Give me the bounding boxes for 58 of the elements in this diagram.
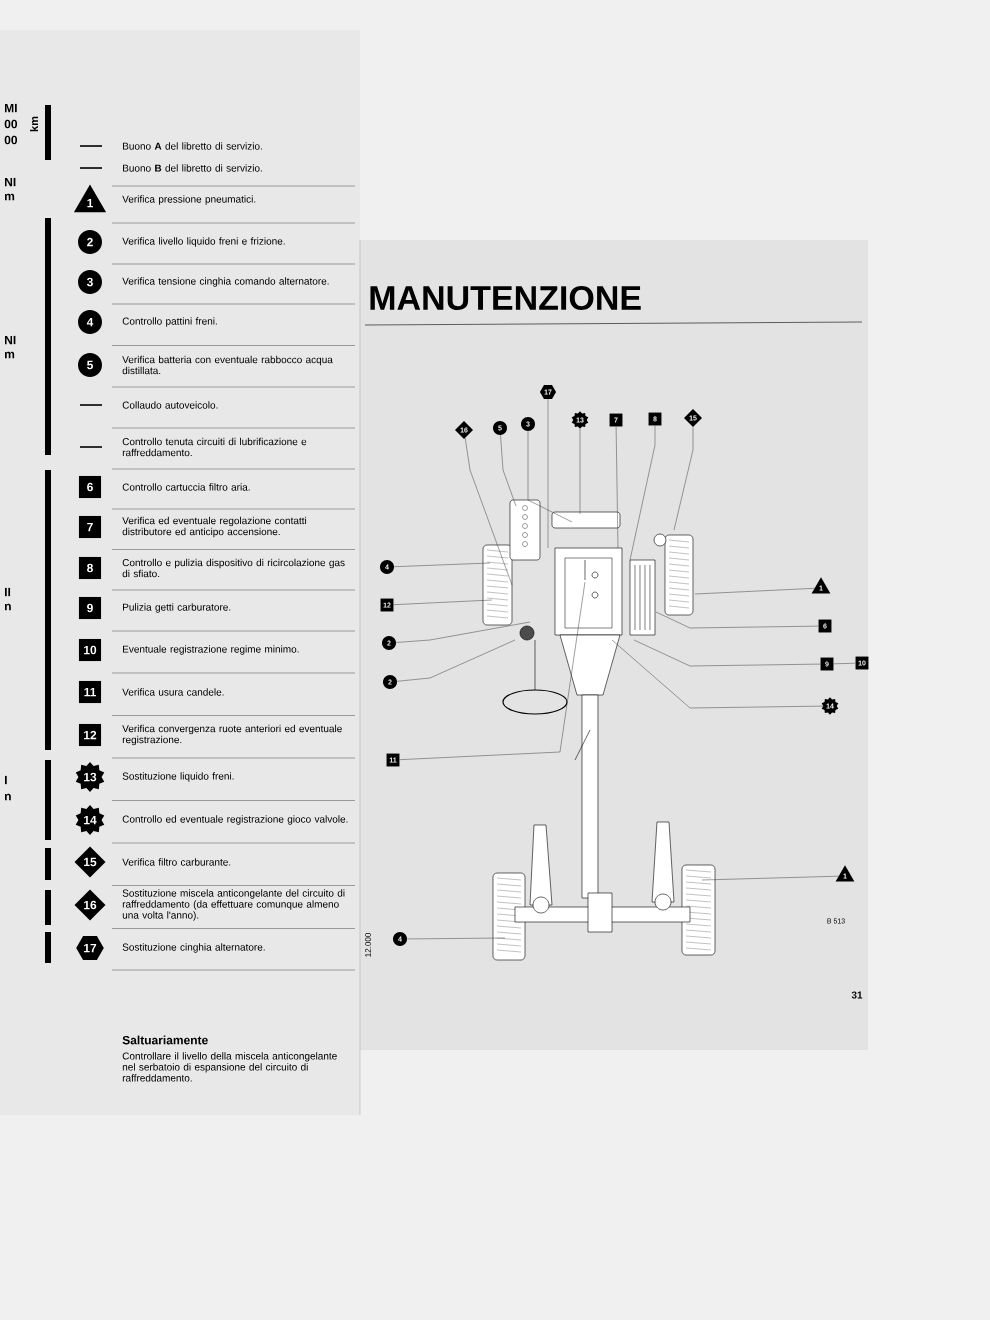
task-text: Verifica usura candele. xyxy=(122,688,224,696)
task-text: Verifica ed eventuale regolazione contatti distributore ed anticipo accensione. xyxy=(122,516,307,538)
task-text: Sostituzione liquido freni. xyxy=(122,772,234,782)
leader-line xyxy=(673,427,694,531)
task-text: Sostituzione cinghia alternatore. xyxy=(122,943,265,953)
leader-line xyxy=(694,588,815,595)
note-heading: Saltuariamente xyxy=(122,1035,208,1045)
page-title: MANUTENZIONE xyxy=(370,285,641,311)
column-heading: I xyxy=(5,775,7,785)
task-text: Verifica livello liquido freni e frizione. xyxy=(122,237,285,247)
task-text: Controllo e pulizia dispositivo di ricircolazione gas di sfiato. xyxy=(122,558,345,578)
column-heading: m xyxy=(5,351,15,359)
leader-line xyxy=(701,875,839,881)
task-text: Buono B del libretto di servizio. xyxy=(123,164,262,172)
task-text: Controllo tenuta circuiti di lubrificazione e raffreddamento. xyxy=(122,437,307,457)
column-heading: 12.000 xyxy=(365,933,371,957)
leader-line xyxy=(396,639,516,682)
column-heading: NI xyxy=(5,335,16,345)
leader-line xyxy=(611,639,824,709)
task-text: Pulizia getti carburatore. xyxy=(123,603,231,613)
task-text: Verifica tensione cinghia comando alternatore. xyxy=(122,277,329,287)
column-heading: MI xyxy=(5,103,17,113)
leader-line xyxy=(579,428,581,515)
task-text: Verifica pressione pneumatici. xyxy=(122,195,256,205)
task-text: Verifica convergenza ruote anteriori ed eventuale registrazione. xyxy=(122,724,342,746)
column-heading: NI xyxy=(5,177,16,187)
task-text: Controllo pattini freni. xyxy=(122,317,217,327)
leader-line xyxy=(633,639,821,667)
note-text: Controllare il livello della miscela anticongelante nel serbatoio di espansione del circuito di raffreddamento. xyxy=(122,1052,337,1082)
leader-line xyxy=(395,621,531,643)
leader-line xyxy=(655,611,819,629)
leader-line xyxy=(399,581,586,760)
leader-line xyxy=(464,437,513,586)
task-text: Sostituzione miscela anticongelante del circuito di raffreddamento (da effettuare comunque almeno una volta l'anno). xyxy=(122,889,345,921)
column-heading: n xyxy=(5,603,11,611)
leader-line xyxy=(629,425,656,561)
task-text: Eventuale registrazione regime minimo. xyxy=(123,645,299,655)
column-heading: km xyxy=(30,116,38,132)
leader-line xyxy=(615,426,619,549)
page-number: 31 xyxy=(851,991,863,999)
column-heading: 00 xyxy=(4,119,18,129)
column-heading: n xyxy=(5,793,11,801)
leader-line xyxy=(406,937,506,940)
task-text: Verifica filtro carburante. xyxy=(122,858,231,866)
column-heading: m xyxy=(5,193,15,201)
column-heading: II xyxy=(5,587,11,597)
leader-line xyxy=(547,398,549,549)
task-text: Buono A del libretto di servizio. xyxy=(123,142,262,150)
task-text: Collaudo autoveicolo. xyxy=(122,401,218,409)
column-heading: 00 xyxy=(4,135,18,145)
leader-line xyxy=(393,599,493,605)
task-text: Verifica batteria con eventuale rabbocco acqua distillata. xyxy=(122,355,333,375)
leader-line xyxy=(527,430,573,523)
leader-line xyxy=(500,434,517,507)
task-text: Controllo cartuccia filtro aria. xyxy=(122,483,250,491)
leader-line xyxy=(833,662,856,665)
leader-line xyxy=(393,562,491,567)
task-text: Controllo ed eventuale registrazione gioco valvole. xyxy=(122,815,348,825)
